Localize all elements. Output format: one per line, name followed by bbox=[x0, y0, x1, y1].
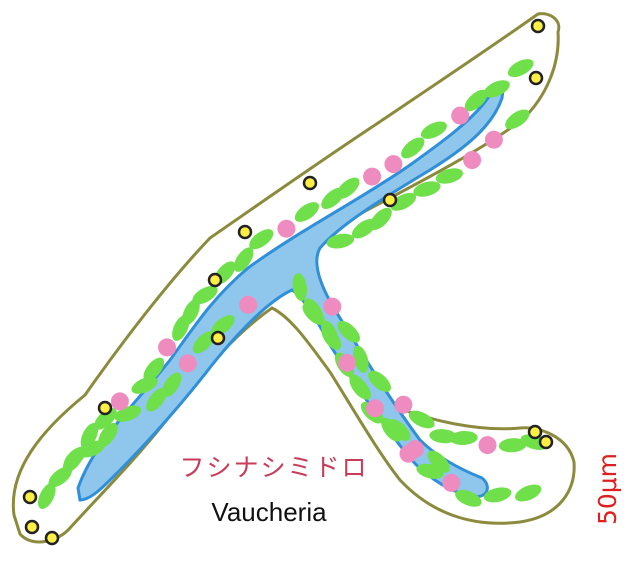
oil-droplet bbox=[239, 226, 251, 238]
nucleus bbox=[338, 354, 356, 372]
oil-droplet bbox=[212, 332, 224, 344]
nucleus bbox=[406, 440, 424, 458]
oil-droplet bbox=[209, 274, 221, 286]
oil-droplet bbox=[384, 194, 396, 206]
nucleus bbox=[323, 298, 341, 316]
nucleus bbox=[239, 296, 257, 314]
oil-droplet bbox=[540, 436, 552, 448]
oil-droplet bbox=[24, 491, 36, 503]
oil-droplet bbox=[529, 426, 541, 438]
nucleus bbox=[463, 151, 481, 169]
nucleus bbox=[366, 399, 384, 417]
nucleus bbox=[363, 168, 381, 186]
oil-droplet bbox=[532, 20, 544, 32]
scale-label: 50μm bbox=[593, 449, 623, 529]
oil-droplet bbox=[46, 532, 58, 544]
latin-name-label: Vaucheria bbox=[184, 497, 354, 528]
nucleus bbox=[384, 155, 402, 173]
nucleus bbox=[394, 396, 412, 414]
oil-droplet bbox=[530, 72, 542, 84]
nucleus bbox=[158, 338, 176, 356]
nucleus bbox=[277, 220, 295, 238]
nucleus bbox=[451, 107, 469, 125]
nucleus bbox=[111, 392, 129, 410]
nucleus bbox=[442, 474, 460, 492]
japanese-name-label: フシナシミドロ bbox=[164, 448, 384, 484]
nucleus bbox=[479, 436, 497, 454]
oil-droplet bbox=[26, 521, 38, 533]
oil-droplet bbox=[99, 402, 111, 414]
nucleus bbox=[485, 131, 503, 149]
oil-droplet bbox=[304, 177, 316, 189]
nucleus bbox=[179, 354, 197, 372]
